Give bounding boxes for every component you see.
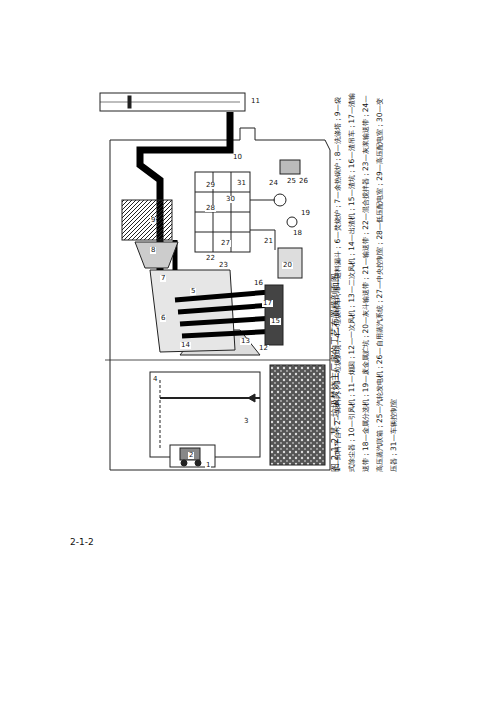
illustration-stroke xyxy=(110,128,330,470)
callout-number: 26 xyxy=(298,178,309,185)
illustration-stroke xyxy=(178,305,272,312)
illustration-stroke xyxy=(265,285,283,345)
illustration-stroke xyxy=(160,380,161,450)
callout-number: 20 xyxy=(282,262,293,269)
callout-number: 27 xyxy=(220,240,231,247)
callout-number: 24 xyxy=(268,180,279,187)
callout-number: 12 xyxy=(258,345,269,352)
callout-number: 29 xyxy=(205,182,216,189)
callout-number: 25 xyxy=(286,178,297,185)
callout-number: 11 xyxy=(250,98,261,105)
callout-number: 18 xyxy=(292,230,303,237)
illustration-stroke xyxy=(195,212,250,213)
callout-number: 17 xyxy=(262,300,273,307)
callout-number: 14 xyxy=(180,342,191,349)
illustration-stroke xyxy=(135,242,178,268)
illustration-stroke xyxy=(250,200,275,201)
callout-number: 16 xyxy=(253,280,264,287)
illustration-stroke xyxy=(195,172,250,252)
callout-number: 15 xyxy=(270,318,281,325)
illustration-stroke xyxy=(195,232,250,233)
callout-number: 13 xyxy=(240,338,251,345)
illustration-stroke xyxy=(195,460,201,466)
callout-number: 7 xyxy=(160,275,166,282)
callout-number: 6 xyxy=(160,315,166,322)
illustration-stroke xyxy=(160,397,260,399)
illustration-stroke xyxy=(128,96,131,108)
illustration-stroke xyxy=(150,372,260,457)
illustration-stroke xyxy=(274,194,286,206)
callout-number: 8 xyxy=(150,247,156,254)
figure-number: 2-1-2 xyxy=(70,538,94,547)
callout-number: 21 xyxy=(263,238,274,245)
illustration-stroke xyxy=(280,160,300,174)
illustration-stroke xyxy=(175,292,278,336)
callout-number: 2 xyxy=(188,452,194,459)
callout-number: 31 xyxy=(236,180,247,187)
illustration-stroke xyxy=(278,248,302,278)
illustration-stroke xyxy=(181,460,187,466)
illustration-stroke xyxy=(180,318,275,324)
callout-number: 10 xyxy=(232,154,243,161)
callout-number: 9 xyxy=(150,217,156,224)
callout-number: 3 xyxy=(243,418,249,425)
illustration-stroke xyxy=(100,93,330,470)
illustration-stroke xyxy=(105,360,330,361)
illustration-stroke xyxy=(100,102,240,103)
callout-number: 28 xyxy=(205,205,216,212)
illustration-stroke xyxy=(270,365,325,465)
callout-number: 4 xyxy=(152,376,158,383)
callout-number: 23 xyxy=(218,262,229,269)
illustration-stroke xyxy=(287,217,297,227)
illustration-stroke xyxy=(248,394,255,402)
illustration-stroke xyxy=(100,93,245,111)
illustration-stroke xyxy=(180,448,200,460)
callout-number: 1 xyxy=(205,462,211,469)
illustration-stroke xyxy=(250,230,275,250)
callout-number: 30 xyxy=(225,196,236,203)
figure-legend-caption: 1—卸料平台；2—卸料门；3—垃圾贮坑；4—垃圾吊车；5—进料漏斗；6—焚烧炉；… xyxy=(331,92,401,472)
callout-number: 22 xyxy=(205,255,216,262)
callout-number: 5 xyxy=(190,288,196,295)
illustration-stroke xyxy=(195,192,250,193)
illustration-stroke xyxy=(182,331,278,336)
illustration-stroke xyxy=(122,200,172,240)
callout-number: 19 xyxy=(300,210,311,217)
